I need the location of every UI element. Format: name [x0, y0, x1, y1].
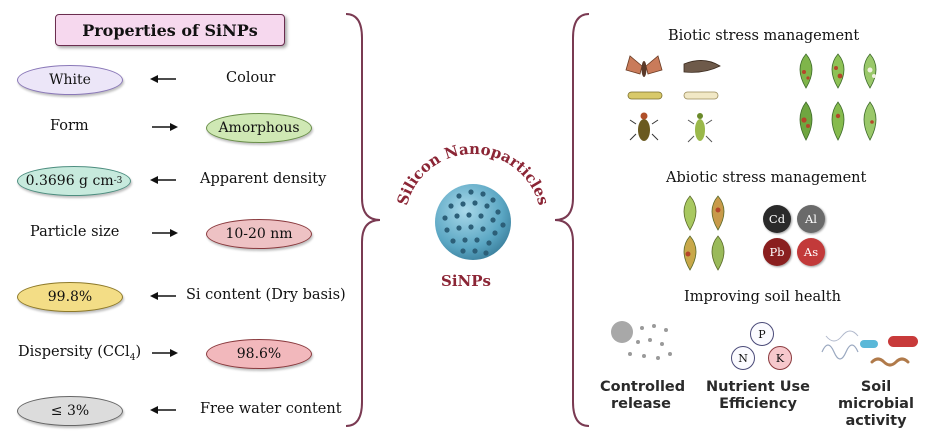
dispersity-value-ellipse: 98.6%: [206, 339, 312, 369]
metal-al-badge: Al: [797, 205, 825, 233]
colour-label: Colour: [226, 70, 276, 86]
size-value-ellipse: 10-20 nm: [206, 219, 312, 249]
abiotic-title: Abiotic stress management: [666, 170, 867, 186]
left-brace-icon: [345, 13, 381, 427]
property-row-size: Particle size 10-20 nm: [10, 216, 345, 250]
metal-cd-badge: Cd: [763, 205, 791, 233]
dispersity-label: Dispersity (CCl4): [18, 344, 142, 363]
nutrient-use-caption: Nutrient Use Efficiency: [706, 379, 810, 412]
water-label: Free water content: [200, 401, 342, 417]
arrow-left-icon: [150, 73, 178, 85]
arrow-left-icon: [150, 174, 178, 186]
property-row-dispersity: Dispersity (CCl4) 98.6%: [10, 336, 345, 370]
sinps-label: SiNPs: [441, 272, 491, 290]
soil-microbes-icon: [821, 330, 918, 367]
si-value-ellipse: 99.8%: [17, 282, 123, 312]
controlled-release-icon: [611, 321, 672, 360]
metal-pb-badge: Pb: [763, 238, 791, 266]
density-value-ellipse: 0.3696 g cm-3: [17, 166, 131, 196]
soil-microbial-caption: Soil microbial activity: [838, 379, 914, 429]
biotic-title: Biotic stress management: [668, 28, 860, 44]
property-row-water: ≤ 3% Free water content: [10, 393, 345, 427]
form-label: Form: [50, 118, 89, 134]
form-value-ellipse: Amorphous: [206, 113, 312, 143]
si-content-label: Si content (Dry basis): [186, 287, 346, 303]
stressed-leaves-icon: [683, 195, 725, 271]
nutrient-k-circle: K: [768, 346, 792, 370]
size-label: Particle size: [30, 224, 120, 240]
arrow-right-icon: [150, 227, 178, 239]
right-brace-icon: [554, 13, 590, 427]
property-row-density: 0.3696 g cm-3 Apparent density: [10, 163, 345, 197]
colour-value-ellipse: White: [17, 65, 123, 95]
metal-as-badge: As: [797, 238, 825, 266]
arrow-left-icon: [150, 404, 178, 416]
controlled-release-caption: Controlled release: [600, 379, 686, 412]
density-label: Apparent density: [200, 171, 327, 187]
property-row-colour: White Colour: [10, 62, 345, 96]
arrow-right-icon: [150, 347, 178, 359]
insect-pests-icon: [625, 55, 721, 143]
nutrient-n-circle: N: [731, 346, 755, 370]
property-row-si: 99.8% Si content (Dry basis): [10, 279, 346, 313]
water-value-ellipse: ≤ 3%: [17, 396, 123, 426]
property-row-form: Form Amorphous: [10, 110, 345, 144]
center-graphic: Silicon Nanoparticles: [393, 140, 553, 260]
properties-title: Properties of SiNPs: [55, 14, 285, 46]
diseased-leaves-icon: [799, 53, 877, 141]
sinp-sphere-icon: [435, 184, 511, 260]
arrow-left-icon: [150, 290, 178, 302]
arrow-right-icon: [150, 121, 178, 133]
nutrient-p-circle: P: [750, 322, 774, 346]
soil-title: Improving soil health: [684, 289, 841, 305]
